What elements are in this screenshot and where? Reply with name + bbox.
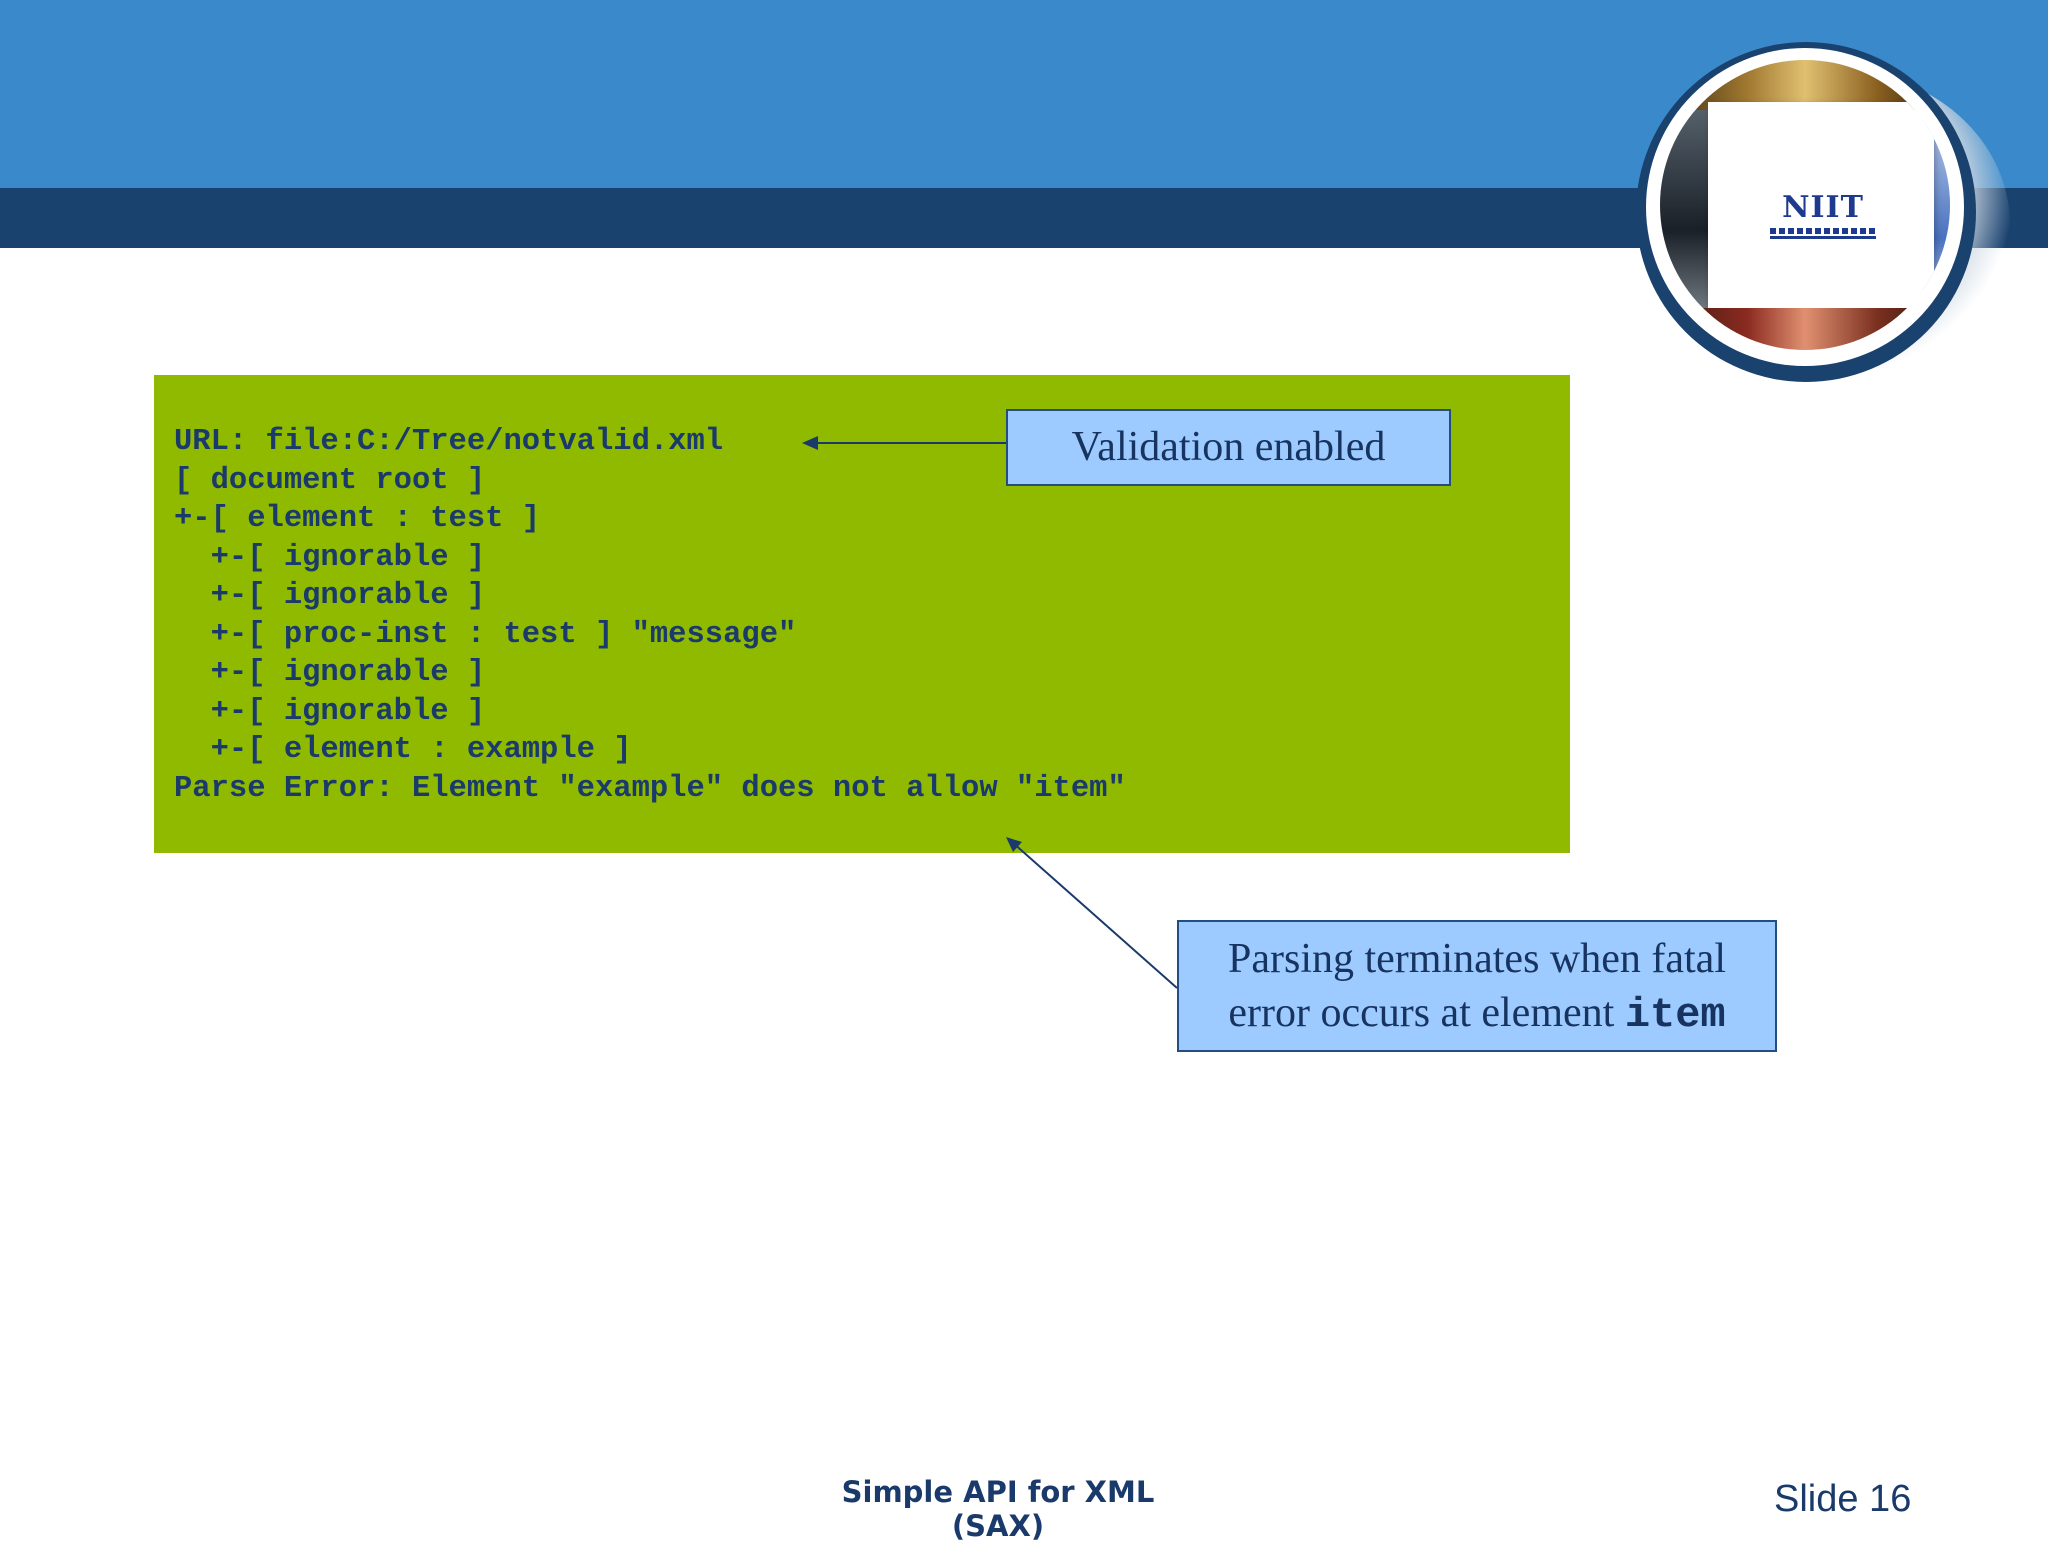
niit-logo-photo: NIIT [1660,60,1950,350]
photo-card [1708,102,1934,316]
code-line: +-[ element : test ] [174,502,541,536]
code-line-error: Parse Error: Element "example" does not … [174,771,1126,806]
logo-underline [1770,236,1876,239]
parsing-callout-line-2: error occurs at element item [1179,986,1775,1042]
code-line: +-[ ignorable ] [174,656,486,690]
code-line: +-[ element : example ] [174,733,632,767]
photo-top-strip [1660,60,1950,110]
code-line: URL: file:C:/Tree/notvalid.xml [174,425,724,459]
photo-bottom-strip [1660,308,1950,350]
parsing-arrow-line [1011,841,1178,989]
code-line: +-[ ignorable ] [174,579,486,613]
validation-callout: Validation enabled [1006,409,1451,486]
code-line: [ document root ] [174,463,486,498]
parsing-callout-line-1: Parsing terminates when fatal [1227,936,1726,982]
code-line: +-[ proc-inst : test ] "message" [174,617,797,652]
code-line: +-[ ignorable ] [174,694,486,729]
photo-left-strip [1660,110,1710,310]
footer-title: Simple API for XML (SAX) [841,1475,1155,1543]
slide-number: Slide 16 [1774,1478,1912,1520]
parsing-callout-code: item [1624,991,1726,1039]
code-output: URL: file:C:/Tree/notvalid.xml [ documen… [174,423,1126,808]
validation-callout-text: Validation enabled [1071,424,1386,470]
parsing-callout-prefix: error occurs at element [1228,990,1625,1036]
parsing-callout: Parsing terminates when fatal error occu… [1177,920,1777,1052]
logo-tagline [1770,228,1876,234]
code-line: +-[ ignorable ] [174,540,486,575]
logo-text: NIIT [1782,190,1864,225]
